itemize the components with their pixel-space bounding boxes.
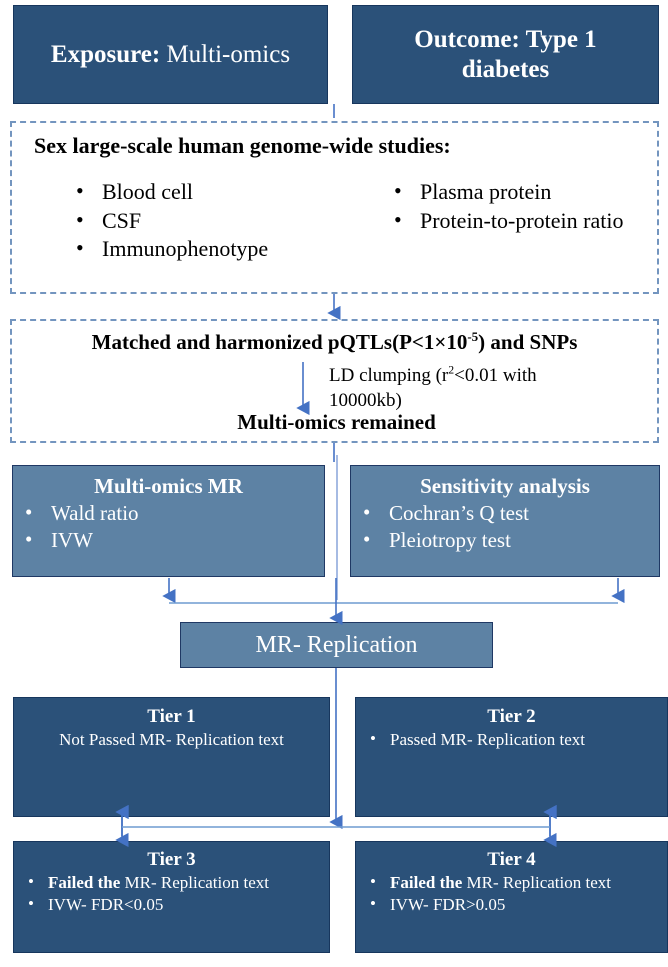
tier-2-item-0: Passed MR- Replication text: [390, 729, 586, 749]
tier-1-box: Tier 1 Not Passed MR- Replication text: [13, 697, 330, 817]
genome-wide-studies-box: Sex large-scale human genome-wide studie…: [10, 121, 659, 294]
mr-item-1: IVW: [51, 528, 93, 553]
multi-omics-mr-box: Multi-omics MR Wald ratio IVW: [12, 465, 325, 577]
studies-right-list: Plasma protein Protein-to-protein ratio: [382, 177, 657, 236]
ld-note-post: <0.01 with: [454, 365, 537, 386]
list-item: CSF: [64, 206, 354, 236]
list-item: Pleiotropy test: [351, 526, 659, 554]
list-item: Protein-to-protein ratio: [382, 206, 657, 236]
list-item: Cochran’s Q test: [351, 499, 659, 527]
ld-clumping-note: LD clumping (r2<0.01 with 10000kb): [329, 364, 629, 413]
tier-2-box: Tier 2 Passed MR- Replication text: [355, 697, 668, 817]
ld-note-superscript: 2: [448, 363, 455, 377]
studies-right-item-1: Protein-to-protein ratio: [420, 207, 624, 233]
studies-left-item-1: CSF: [102, 207, 142, 233]
tier-3-list: Failed the MR- Replication text IVW- FDR…: [14, 871, 329, 916]
outcome-line2-text: diabetes: [461, 55, 550, 83]
sensitivity-item-1: Pleiotropy test: [389, 528, 511, 553]
exposure-label: Exposure: Multi-omics: [51, 40, 290, 70]
multi-omics-remained-label: Multi-omics remained: [237, 410, 436, 434]
list-item: Blood cell: [64, 177, 354, 207]
tier-4-box: Tier 4 Failed the MR- Replication text I…: [355, 841, 668, 953]
tier-3-item-0-bold: Failed the: [48, 872, 121, 892]
sensitivity-analysis-list: Cochran’s Q test Pleiotropy test: [351, 499, 659, 555]
tier-3-title: Tier 3: [147, 849, 196, 870]
tier-3-box: Tier 3 Failed the MR- Replication text I…: [13, 841, 330, 953]
tier-4-item-0-bold: Failed the: [390, 872, 463, 892]
list-item: Failed the MR- Replication text: [356, 871, 667, 894]
mr-replication-label: MR- Replication: [255, 631, 418, 658]
list-item: Passed MR- Replication text: [356, 728, 667, 751]
ld-note-line2: 10000kb): [329, 389, 402, 411]
tier-3-item-1: IVW- FDR<0.05: [48, 894, 164, 914]
list-item: Wald ratio: [13, 499, 324, 527]
tier-3-item-0-rest: MR- Replication text: [120, 872, 269, 892]
harmonize-heading-superscript: -5: [467, 329, 479, 344]
multi-omics-mr-title: Multi-omics MR: [94, 474, 243, 498]
harmonize-heading: Matched and harmonized pQTLs(P<1×10-5) a…: [12, 330, 657, 355]
sensitivity-analysis-title: Sensitivity analysis: [420, 474, 590, 498]
tier-4-item-0-rest: MR- Replication text: [462, 872, 611, 892]
sensitivity-analysis-box: Sensitivity analysis Cochran’s Q test Pl…: [350, 465, 660, 577]
list-item: Immunophenotype: [64, 234, 354, 264]
tier-2-list: Passed MR- Replication text: [356, 728, 667, 751]
outcome-label: Outcome: Type 1 diabetes: [414, 25, 596, 84]
exposure-box: Exposure: Multi-omics: [13, 5, 328, 104]
studies-left-list: Blood cell CSF Immunophenotype: [64, 177, 354, 264]
exposure-bold-text: Exposure:: [50, 40, 161, 68]
studies-left-item-0: Blood cell: [102, 179, 194, 204]
list-item: IVW- FDR>0.05: [356, 893, 667, 916]
list-item: Failed the MR- Replication text: [14, 871, 329, 894]
harmonize-heading-pre: Matched and harmonized pQTLs(P<1×10: [91, 330, 468, 354]
multi-omics-mr-list: Wald ratio IVW: [13, 499, 324, 555]
studies-heading: Sex large-scale human genome-wide studie…: [34, 133, 451, 158]
tier-4-list: Failed the MR- Replication text IVW- FDR…: [356, 871, 667, 916]
tier-2-title: Tier 2: [487, 706, 536, 727]
exposure-rest-text: Multi-omics: [160, 40, 291, 68]
ld-note-pre: LD clumping (r: [329, 365, 449, 386]
mr-item-0: Wald ratio: [51, 501, 139, 526]
studies-left-item-2: Immunophenotype: [102, 236, 269, 262]
sensitivity-item-0: Cochran’s Q test: [389, 501, 529, 526]
tier-1-text: Not Passed MR- Replication text: [59, 729, 284, 749]
mr-replication-box: MR- Replication: [180, 622, 493, 668]
tier-4-item-1: IVW- FDR>0.05: [390, 894, 506, 914]
outcome-line1-text: Outcome: Type 1: [414, 26, 597, 53]
tier-1-title: Tier 1: [147, 706, 196, 727]
harmonize-heading-post: ) and SNPs: [478, 330, 578, 354]
studies-right-item-0: Plasma protein: [420, 179, 552, 204]
harmonized-pqtls-box: Matched and harmonized pQTLs(P<1×10-5) a…: [10, 319, 659, 443]
list-item: IVW- FDR<0.05: [14, 893, 329, 916]
tier-4-title: Tier 4: [487, 849, 536, 870]
list-item: IVW: [13, 526, 324, 554]
list-item: Plasma protein: [382, 177, 657, 207]
outcome-box: Outcome: Type 1 diabetes: [352, 5, 659, 104]
